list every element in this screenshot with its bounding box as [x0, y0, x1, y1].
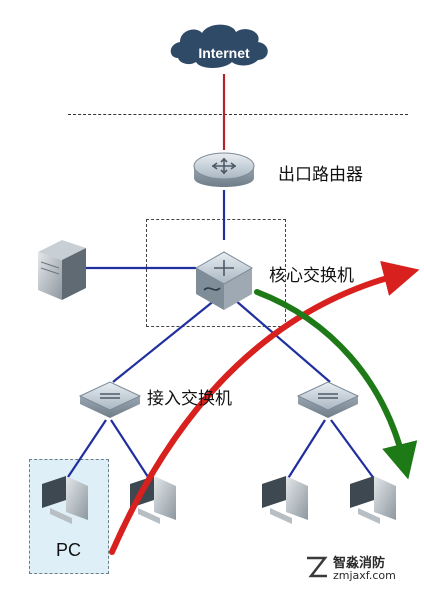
pc-icon-1: [42, 476, 88, 524]
red-outbound-arrow: [109, 260, 420, 555]
internet-cloud-icon: [170, 24, 268, 68]
link-access-left-pc1: [65, 419, 107, 481]
green-inbound-arrow: [254, 289, 418, 480]
core-switch-icon: [194, 251, 254, 310]
watermark-en: zmjaxf.com: [333, 569, 396, 582]
pc-icon-4: [350, 476, 396, 524]
core-switch-dashed-box: [146, 219, 286, 327]
watermark: 智淼消防 zmjaxf.com: [305, 552, 415, 586]
exit-router-label: 出口路由器: [278, 165, 363, 185]
access-switch-right-icon: [296, 381, 360, 418]
link-access-right-pc3: [286, 419, 326, 481]
server-icon: [38, 240, 86, 300]
access-switch-label: 接入交换机: [147, 389, 232, 409]
pc-icon-3: [262, 476, 308, 524]
watermark-logo-icon: [307, 556, 328, 578]
access-switch-left-icon: [78, 381, 142, 418]
router-icon: [193, 152, 255, 187]
watermark-cn: 智淼消防: [333, 556, 386, 571]
link-core-access-right: [234, 299, 331, 383]
link-access-left-pc2: [110, 419, 151, 481]
pc-label: PC: [56, 540, 82, 560]
internet-label: Internet: [198, 45, 250, 61]
link-access-right-pc4: [330, 419, 376, 481]
core-switch-label: 核心交换机: [269, 266, 354, 286]
link-core-access-left: [112, 299, 216, 383]
boundary-dashed-line: [68, 114, 408, 115]
